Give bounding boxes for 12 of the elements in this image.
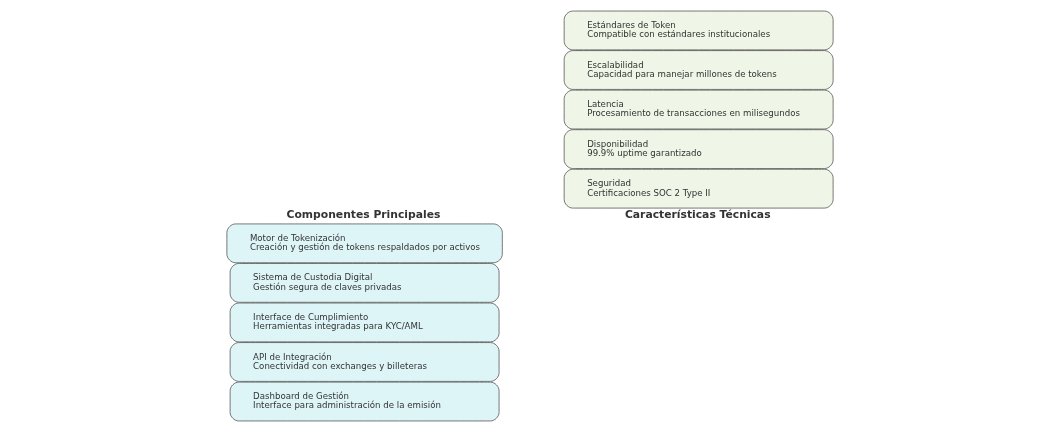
node-box: Seguridad Certificaciones SOC 2 Type II — [563, 168, 833, 209]
node-box: Interface de Cumplimiento Herramientas integradas para KYC/AML — [229, 302, 499, 343]
node-box: Escalabilidad Capacidad para manejar millones de tokens — [563, 50, 833, 90]
label: Componentes Principales — [286, 207, 440, 221]
node-box: API de Integración Conectividad con exchanges y billeteras — [229, 342, 499, 382]
label: Características Técnicas — [624, 207, 771, 221]
node-box: Latencia Procesamiento de transacciones en milisegundos — [563, 89, 833, 130]
node-box: Motor de Tokenización Creación y gestión de tokens respaldados por activos — [226, 223, 503, 264]
node-box: Sistema de Custodia Digital Gestión segura de claves privadas — [229, 263, 499, 303]
node-box: Estándares de Token Compatible con estándares institucionales — [563, 10, 833, 51]
node-box: Disponibilidad 99.9% uptime garantizado — [563, 129, 833, 169]
node-box: Dashboard de Gestión Interface para administración de la emisión — [229, 381, 499, 422]
